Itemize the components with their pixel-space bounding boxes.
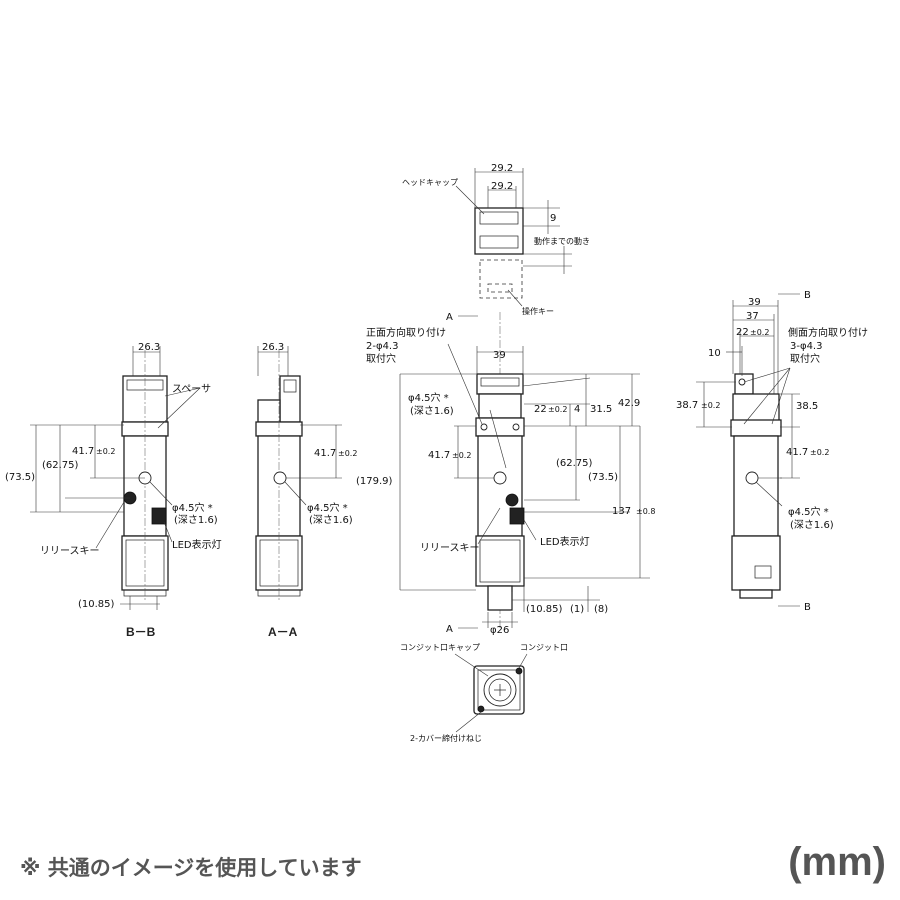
front-led-label: LED表示灯 [540, 535, 590, 548]
footnote: ※ 共通のイメージを使用しています [20, 856, 362, 880]
side-dim-22: 22 [736, 327, 749, 338]
front-hole-label: φ4.5穴 * [408, 391, 449, 404]
aa-depth-label: (深さ1.6) [309, 514, 353, 526]
front-tol-22: ±0.2 [548, 405, 567, 414]
top-view: ヘッドキャップ 29.2 29.2 9 動作までの動き 操作キー [402, 163, 590, 316]
front-dim-1: (1) [570, 604, 584, 615]
front-section-a-bottom: A [446, 624, 453, 635]
side-mount-label: 側面方向取り付け [788, 326, 868, 339]
side-view: B B 39 37 22 ±0.2 側面方向取り付け 3-φ4.3 取付穴 10… [676, 290, 868, 613]
bb-dim-62-75: (62.75) [42, 460, 79, 471]
front-mount-holes: 2-φ4.3 [366, 341, 398, 352]
bb-depth-label: (深さ1.6) [174, 514, 218, 526]
top-dim-29-2b: 29.2 [491, 181, 513, 192]
front-dim-62-75: (62.75) [556, 458, 593, 469]
front-dim-31-5: 31.5 [590, 404, 612, 415]
side-section-b-top: B [804, 290, 811, 301]
bb-dim-41-7: 41.7 [72, 446, 94, 457]
side-hole-label: φ4.5穴 * [788, 505, 829, 518]
front-section-a-top: A [446, 312, 453, 323]
front-dim-22: 22 [534, 404, 547, 415]
side-tol-22: ±0.2 [750, 328, 769, 337]
bottom-cover-screws-label: 2-カバー締付けねじ [410, 733, 482, 743]
front-dim-39: 39 [493, 350, 506, 361]
unit-label: (mm) [788, 840, 886, 884]
aa-view-title: A－A [268, 625, 298, 639]
bottom-conduit-label: コンジット口 [520, 643, 568, 652]
aa-view: 26.3 41.7 ±0.2 φ4.5穴 * (深さ1.6) A－A [255, 342, 357, 639]
front-dim-42-9: 42.9 [618, 398, 640, 409]
front-dim-10-85: (10.85) [526, 604, 563, 615]
aa-tol-41-7: ±0.2 [338, 449, 357, 458]
bb-view: 26.3 スペーサ 41.7 ±0.2 (62.75) (73.5) φ4.5穴… [5, 342, 222, 639]
bb-spacer-label: スペーサ [172, 383, 211, 395]
side-mount-holes: 3-φ4.3 [790, 341, 822, 352]
bb-dim-73-5: (73.5) [5, 472, 35, 483]
side-tol-38-7: ±0.2 [701, 401, 720, 410]
top-operation-key-label: 操作キー [522, 306, 554, 316]
side-dim-39: 39 [748, 297, 761, 308]
side-dim-10: 10 [708, 348, 721, 359]
front-dim-179-9: (179.9) [356, 476, 393, 487]
bb-dim-10-85: (10.85) [78, 599, 115, 610]
front-dim-41-7: 41.7 [428, 450, 450, 461]
front-dim-73-5: (73.5) [588, 472, 618, 483]
side-dim-38-7: 38.7 [676, 400, 698, 411]
front-view: A A 正面方向取り付け 2-φ4.3 取付穴 39 φ4.5穴 * (深さ1.… [356, 312, 655, 636]
front-dim-4: 4 [574, 404, 580, 415]
top-motion-label: 動作までの動き [534, 236, 590, 246]
bb-tol-41-7: ±0.2 [96, 447, 115, 456]
side-depth-label: (深さ1.6) [790, 519, 834, 531]
front-release-key-label: リリースキー [420, 543, 480, 554]
front-depth-label: (深さ1.6) [410, 405, 454, 417]
bb-hole-label: φ4.5穴 * [172, 501, 213, 514]
aa-dim-41-7: 41.7 [314, 448, 336, 459]
bottom-conduit-cap-label: コンジット口キャップ [400, 643, 480, 652]
top-head-cap-label: ヘッドキャップ [402, 178, 458, 187]
side-mount-holes-label: 取付穴 [790, 352, 820, 365]
front-mount-label: 正面方向取り付け [366, 326, 446, 339]
top-dim-29-2a: 29.2 [491, 163, 513, 174]
side-dim-37: 37 [746, 311, 759, 322]
side-dim-41-7: 41.7 [786, 447, 808, 458]
aa-dim-26-3: 26.3 [262, 342, 284, 353]
front-dim-137: 137 [612, 506, 631, 517]
bb-view-title: B－B [126, 625, 156, 639]
side-dim-38-5: 38.5 [796, 401, 818, 412]
front-tol-41-7: ±0.2 [452, 451, 471, 460]
front-dim-8: (8) [594, 604, 608, 615]
bb-release-key-label: リリースキー [40, 546, 100, 557]
bottom-view: コンジット口キャップ コンジット口 2-カバー締付けねじ [400, 643, 568, 743]
aa-hole-label: φ4.5穴 * [307, 501, 348, 514]
top-dim-9: 9 [550, 213, 556, 224]
side-section-b-bottom: B [804, 602, 811, 613]
front-dim-26: φ26 [490, 625, 509, 636]
side-tol-41-7: ±0.2 [810, 448, 829, 457]
front-tol-137: ±0.8 [636, 507, 655, 516]
bb-dim-26-3: 26.3 [138, 342, 160, 353]
front-mount-holes-label: 取付穴 [366, 352, 396, 365]
bb-led-label: LED表示灯 [172, 538, 222, 551]
